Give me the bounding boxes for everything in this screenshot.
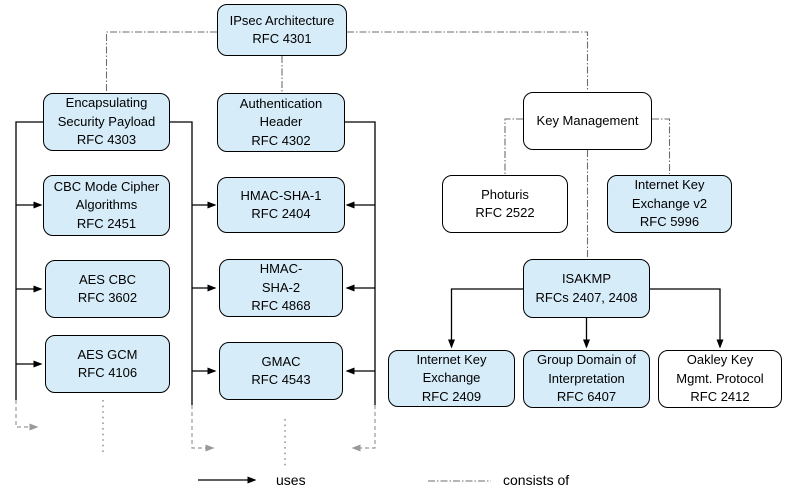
node-label: AES GCM bbox=[77, 346, 138, 362]
node-label: ISAKMP bbox=[561, 271, 612, 287]
node-label: RFC 2404 bbox=[251, 206, 311, 221]
node-label: Interpretation bbox=[548, 370, 625, 386]
node-label: Security Payload bbox=[57, 113, 156, 129]
node-hmac-sha2: HMAC- SHA-2 RFC 4868 bbox=[219, 259, 343, 317]
node-label: Exchange bbox=[422, 370, 481, 386]
node-esp: Encapsulating Security Payload RFC 4303 bbox=[43, 93, 170, 151]
node-label: RFC 4106 bbox=[77, 365, 138, 380]
node-label: RFC 4868 bbox=[251, 298, 311, 314]
node-ikev2: Internet Key Exchange v2 RFC 5996 bbox=[607, 175, 732, 233]
node-label: HMAC-SHA-1 bbox=[240, 187, 322, 203]
trunk-ah-right bbox=[345, 121, 376, 405]
node-label: Key Management bbox=[536, 112, 639, 128]
node-label: RFC 4302 bbox=[251, 132, 311, 148]
node-label: RFC 2451 bbox=[76, 215, 137, 231]
node-aes-gcm: AES GCM RFC 4106 bbox=[45, 335, 170, 393]
legend-uses-label: uses bbox=[276, 472, 306, 488]
node-label: RFCs 2407, 2408 bbox=[535, 289, 638, 305]
node-authentication-header: Authentication Header RFC 4302 bbox=[217, 93, 345, 152]
node-label: Encapsulating bbox=[65, 95, 148, 111]
node-label: RFC 4301 bbox=[252, 31, 312, 46]
edge-ipsec-esp bbox=[105, 31, 217, 92]
node-gdoi: Group Domain of Interpretation RFC 6407 bbox=[523, 350, 650, 408]
node-label: AES CBC bbox=[78, 271, 137, 287]
node-label: SHA-2 bbox=[261, 279, 301, 295]
node-label: Algorithms bbox=[75, 197, 138, 213]
legend-consists-of-label: consists of bbox=[503, 472, 570, 488]
node-label: RFC 4543 bbox=[251, 372, 311, 387]
node-cbc-mode-cipher: CBC Mode Cipher Algorithms RFC 2451 bbox=[43, 175, 170, 236]
node-oakley: Oakley Key Mgmt. Protocol RFC 2412 bbox=[658, 350, 782, 408]
trunk-esp-left bbox=[15, 121, 43, 400]
node-label: Mgmt. Protocol bbox=[676, 370, 764, 386]
edge-km-photuris bbox=[504, 118, 523, 174]
node-label: IPsec Architecture bbox=[229, 12, 335, 28]
node-internet-key-exchange: Internet Key Exchange RFC 2409 bbox=[388, 350, 515, 407]
node-isakmp: ISAKMP RFCs 2407, 2408 bbox=[523, 259, 650, 318]
node-hmac-sha1: HMAC-SHA-1 RFC 2404 bbox=[217, 177, 345, 233]
node-photuris: Photuris RFC 2522 bbox=[442, 175, 568, 233]
node-label: CBC Mode Cipher bbox=[53, 178, 160, 194]
node-label: Internet Key bbox=[416, 351, 487, 367]
node-label: RFC 5996 bbox=[639, 214, 700, 230]
node-label: Header bbox=[259, 114, 303, 130]
node-label: Group Domain of bbox=[537, 352, 636, 368]
node-label: Exchange v2 bbox=[631, 195, 708, 211]
edge-continuation-right bbox=[351, 405, 376, 452]
node-label: RFC 6407 bbox=[556, 389, 617, 405]
node-label: RFC 4303 bbox=[76, 132, 137, 148]
node-label: RFC 2412 bbox=[690, 389, 750, 405]
edge-isakmp-ike bbox=[448, 288, 523, 349]
node-label: Oakley Key bbox=[686, 352, 754, 368]
edge-isakmp-oakley bbox=[650, 288, 724, 349]
node-aes-cbc: AES CBC RFC 3602 bbox=[45, 260, 170, 318]
node-label: Authentication bbox=[239, 95, 323, 111]
edge-km-ikev2 bbox=[652, 118, 671, 174]
node-key-management: Key Management bbox=[523, 92, 652, 150]
node-gmac: GMAC RFC 4543 bbox=[219, 342, 343, 400]
node-label: Internet Key bbox=[634, 177, 705, 193]
node-label: GMAC bbox=[261, 353, 301, 369]
node-ipsec-architecture: IPsec Architecture RFC 4301 bbox=[217, 4, 347, 56]
node-label: HMAC- bbox=[259, 261, 303, 277]
node-label: RFC 3602 bbox=[77, 290, 138, 305]
edge-continuation-left bbox=[15, 400, 39, 431]
edge-ipsec-key-management bbox=[347, 31, 589, 91]
node-label: Photuris bbox=[481, 186, 529, 202]
edge-continuation-middle bbox=[191, 405, 215, 452]
node-label: RFC 2409 bbox=[421, 388, 482, 404]
node-label: RFC 2522 bbox=[475, 205, 535, 220]
trunk-esp-right bbox=[170, 121, 193, 405]
